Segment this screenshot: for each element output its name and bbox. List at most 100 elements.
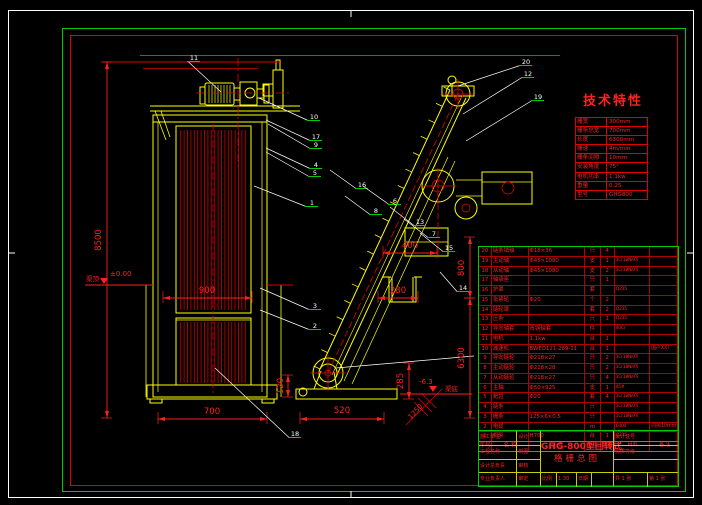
drawing-title-model: GHG-800型回转式 (541, 442, 622, 453)
tech-param: 栅宽 (576, 118, 607, 127)
balloon-leader (265, 119, 311, 141)
balloon-number: 17 (312, 133, 320, 141)
bom-cell: 1Cr18Ni9Ti (613, 373, 650, 383)
rake-tick (351, 283, 359, 288)
bom-cell: Φ218×27 (527, 373, 584, 383)
bom-cell: 支 (583, 383, 600, 393)
bom-cell: Φ218×27 (527, 354, 584, 363)
bom-cell: 青铜轴套 (527, 325, 584, 334)
bom-cell: Φ20 (527, 295, 584, 305)
bom-cell: 只 (583, 276, 600, 285)
balloon-leader (439, 271, 458, 292)
bom-cell: Q235 (613, 305, 650, 315)
bom-cell (599, 286, 614, 295)
dim-text: 900 (199, 286, 215, 296)
dim-arrow (286, 390, 290, 397)
tech-param: 安装角度 (576, 163, 607, 172)
bom-cell: 40Cr (613, 325, 650, 334)
bom-cell: 数量 (599, 442, 614, 451)
bom-cell (613, 247, 650, 256)
bom-cell: Φ45×1080 (527, 266, 584, 276)
dim-arrow (245, 296, 252, 300)
trough-section (383, 276, 422, 303)
balloon-leader (457, 65, 521, 87)
bom-cell: 6 (483, 384, 487, 391)
bom-cell: 13 (481, 316, 489, 323)
tech-param: 栅条总宽 (576, 127, 607, 136)
rake-tick (328, 332, 336, 337)
bom-cell (599, 325, 614, 334)
bom-cell (527, 286, 584, 295)
balloon-leader (462, 77, 523, 115)
balloon-leader (267, 123, 311, 149)
balloon-leader (389, 206, 415, 226)
bom-cell: 4 (599, 247, 614, 256)
bom-cell: Φ50×925 (527, 383, 584, 393)
rake-tick (359, 267, 367, 271)
title-block: 施工单位 工程名称 设计总负责 专业负责人 设计 制图 审核 审定 GHG-80… (478, 430, 679, 487)
blank-cell (614, 458, 678, 473)
bom-cell: 1Cr18Ni9Ti (613, 412, 650, 422)
title-block-center-col: GHG-800型回转式 格栅总图 比例 1:30 日期 (540, 431, 622, 487)
bom-cell: 主动链轮 (490, 364, 528, 373)
bom-cell: 导向轴套 (490, 325, 528, 334)
rake-tick (374, 234, 382, 239)
balloon-leader (344, 195, 371, 215)
bom-cell (613, 344, 650, 354)
bom-cell: 5 (483, 394, 487, 401)
bom-cell: 减速机 (490, 344, 528, 354)
scale-row: 比例 1:30 日期 (541, 472, 614, 487)
bom-cell: 1 (599, 315, 614, 324)
bom-cell: Q235 (613, 432, 650, 441)
sign-label: 设计 (518, 434, 529, 440)
bom-cell: 1 (599, 334, 614, 344)
rake-tick (389, 201, 397, 206)
dim-arrow (411, 296, 418, 300)
bom-cell: 导向链轮 (490, 354, 528, 363)
side-view-centerlines (310, 79, 515, 426)
rake-tick (382, 217, 389, 222)
rake-tick (321, 349, 328, 353)
balloon-number: 13 (416, 218, 424, 226)
static-leader (335, 355, 475, 369)
rake-tick (428, 119, 435, 124)
bom-cell (649, 276, 678, 285)
tech-value: GHG800 (609, 191, 633, 198)
bom-cell (649, 315, 678, 324)
bom-cell (649, 286, 678, 295)
bom-cell: 11 (481, 335, 489, 342)
dim-arrow (105, 62, 109, 69)
bom-cell: 1Cr18Ni9Ti (613, 354, 650, 363)
bom-cell: 15 (481, 296, 489, 303)
balloon-leader (403, 218, 429, 238)
balloon-leader (265, 147, 311, 169)
tech-param: 重量 (576, 181, 607, 190)
bom-cell: Φ218×28 (527, 364, 584, 373)
balloon-number: 20 (522, 58, 530, 66)
bom-cell: 单位 (583, 442, 600, 451)
title-block-sign-col: 设计 制图 审核 审定 (516, 431, 541, 486)
project-label: 工程名称 (479, 444, 517, 459)
balloon-number: 11 (190, 54, 198, 62)
bom-cell: 型 号 (527, 442, 584, 451)
bom-cell: 17 (481, 277, 489, 284)
bom-cell (649, 432, 678, 441)
project-label: 专业负责人 (479, 472, 517, 486)
bom-cell: 只 (583, 315, 600, 324)
bom-cell: 1Cr18Ni9Ti (613, 256, 650, 266)
front-view (140, 55, 560, 404)
balloon-number: 10 (310, 113, 318, 121)
project-label: 设计总负责 (479, 458, 517, 473)
tech-param: 型号 (576, 190, 607, 199)
